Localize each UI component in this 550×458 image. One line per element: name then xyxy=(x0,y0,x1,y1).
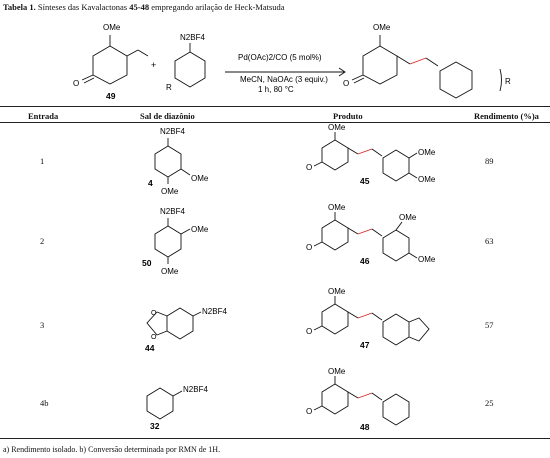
row4-yield: 25 xyxy=(485,398,494,408)
plus-sign: + xyxy=(151,60,156,70)
row4-product-structure: OMe O 48 xyxy=(306,367,410,432)
row3-product-methoxy: OMe xyxy=(328,287,346,296)
row2-diazonium: N2BF4 xyxy=(160,207,185,216)
header-yield: Rendimento (%)a xyxy=(474,111,539,121)
caption-text-after: empregando arilação de Heck-Matsuda xyxy=(149,2,285,12)
row1-product-methoxy-a: OMe xyxy=(418,148,436,157)
row3-diazonium: N2BF4 xyxy=(202,307,227,316)
row1-salt-label: 4 xyxy=(148,178,153,188)
row3-oxygen-b: O xyxy=(151,334,157,341)
condition-solvent: MeCN, NaOAc (3 equiv.) xyxy=(240,75,328,84)
row3-product-label: 47 xyxy=(360,340,370,350)
caption-compound-range: 45-48 xyxy=(129,2,150,12)
product-carbonyl: O xyxy=(343,79,349,88)
diazonium-group: N2BF4 xyxy=(180,33,205,42)
row2-product-methoxy-b: OMe xyxy=(418,255,436,264)
row1-methoxy-b: OMe xyxy=(161,187,179,196)
header-salt: Sal de diazônio xyxy=(140,111,195,121)
row4-entry: 4b xyxy=(40,398,49,408)
row4-product-methoxy: OMe xyxy=(328,367,346,376)
row3-entry: 3 xyxy=(40,320,45,330)
row2-salt-label: 50 xyxy=(142,258,152,268)
row2-methoxy-b: OMe xyxy=(161,267,179,276)
row4-salt-structure: N2BF4 32 xyxy=(146,385,208,430)
row1-salt-structure: N2BF4 OMe OMe 4 xyxy=(148,127,209,196)
row3-product-carbonyl: O xyxy=(306,327,312,336)
row4-diazonium: N2BF4 xyxy=(183,385,208,394)
row3-salt-label: 44 xyxy=(145,343,155,353)
header-entry: Entrada xyxy=(28,111,59,121)
reagent-carbonyl: O xyxy=(73,79,79,88)
row3-oxygen-a: O xyxy=(151,310,157,317)
row1-methoxy-a: OMe xyxy=(191,174,209,183)
product-substituent-r: R xyxy=(505,77,511,86)
row3-salt-structure: N2BF4 O O 44 xyxy=(145,307,227,353)
row2-product-methoxy-a: OMe xyxy=(399,213,417,222)
table-header-rule xyxy=(0,122,550,123)
condition-time-temp: 1 h, 80 °C xyxy=(258,85,294,94)
condition-catalyst: Pd(OAc)2/CO (5 mol%) xyxy=(238,53,322,62)
row2-product-carbonyl: O xyxy=(306,243,312,252)
row1-product-methoxy-b: OMe xyxy=(418,175,436,184)
substituent-r: R xyxy=(166,83,172,92)
row4-salt-label: 32 xyxy=(150,421,160,430)
row2-yield: 63 xyxy=(485,236,494,246)
caption-label: Tabela 1. xyxy=(3,2,36,12)
row3-product-structure: OMe O 47 xyxy=(306,287,430,350)
row1-product-label: 45 xyxy=(360,176,370,186)
header-product: Produto xyxy=(333,111,363,121)
row3-yield: 57 xyxy=(485,320,494,330)
row2-product-structure: OMe O OMe OMe 46 xyxy=(306,203,436,266)
reaction-scheme: OMe O 49 + N2BF4 R Pd(OAc)2/CO (5 mol%) … xyxy=(73,23,511,101)
row2-methoxy-a: OMe xyxy=(191,225,209,234)
row2-entry: 2 xyxy=(40,236,45,246)
row1-yield: 89 xyxy=(485,156,494,166)
row2-salt-structure: N2BF4 OMe OMe 50 xyxy=(142,207,209,276)
row1-product-methoxy: OMe xyxy=(328,123,346,132)
row1-entry: 1 xyxy=(40,156,45,166)
row1-product-carbonyl: O xyxy=(306,163,312,172)
row4-product-label: 48 xyxy=(360,422,370,432)
row4-product-carbonyl: O xyxy=(306,407,312,416)
row2-product-label: 46 xyxy=(360,256,370,266)
table-top-rule xyxy=(0,106,550,107)
table-bottom-rule xyxy=(0,438,550,439)
reagent-methoxy: OMe xyxy=(103,23,121,32)
product-methoxy: OMe xyxy=(373,23,391,32)
table-footnote: a) Rendimento isolado. b) Conversão dete… xyxy=(3,445,221,454)
row1-product-structure: OMe O OMe OMe 45 xyxy=(306,123,436,186)
row1-diazonium: N2BF4 xyxy=(160,127,185,136)
caption-text-before: Sínteses das Kavalactonas xyxy=(35,2,130,12)
table-caption: Tabela 1. Sínteses das Kavalactonas 45-4… xyxy=(3,2,285,12)
reagent-label: 49 xyxy=(106,91,116,101)
row2-product-methoxy: OMe xyxy=(328,203,346,212)
